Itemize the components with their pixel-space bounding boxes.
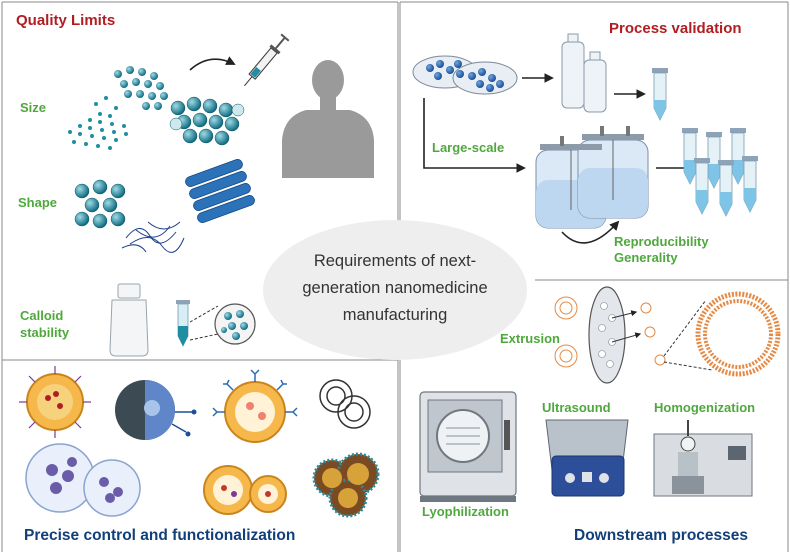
core-shell-particle <box>115 380 197 440</box>
center-title-line1: Requirements of next- <box>313 252 477 270</box>
tube-cluster <box>682 128 758 217</box>
center-title-line3: manufacturing <box>342 306 448 324</box>
downstream-title: Downstream processes <box>574 527 749 544</box>
lyophilization-label: Lyophilization <box>422 504 509 519</box>
polymer-micelles <box>25 443 141 517</box>
human-silhouette <box>282 60 374 178</box>
liposome-pair <box>203 465 287 515</box>
medium-particles <box>114 66 168 110</box>
cell-colonies <box>426 60 504 92</box>
ultrasound-label: Ultrasound <box>542 400 611 415</box>
bioreactors <box>535 126 649 229</box>
precise-control-title: Precise control and functionalization <box>24 527 296 544</box>
reproducibility-label: Reproducibility <box>614 234 709 249</box>
extrusion-membrane <box>588 286 626 384</box>
tube-small <box>176 300 190 347</box>
syringe <box>244 33 290 87</box>
stability-label-line1: Calloid <box>20 308 64 323</box>
sphere-particles <box>74 179 126 229</box>
liposome-purple <box>19 366 91 438</box>
culture-bottles <box>561 33 607 113</box>
center-title-line2: generation nanomedicine <box>302 279 488 297</box>
extrusion-vesicles-in <box>554 296 578 368</box>
size-label: Size <box>20 100 47 115</box>
liposome-antibody <box>212 369 298 443</box>
homogenizer <box>653 420 753 497</box>
liposome-zoom <box>695 291 781 377</box>
petri-dishes <box>412 55 518 95</box>
extrusion-vesicles-out <box>640 302 666 366</box>
center-title: Requirements of next- generation nanomed… <box>275 248 515 329</box>
extrusion-label: Extrusion <box>500 331 560 346</box>
freeze-dryer <box>419 391 517 502</box>
center-ellipse <box>263 220 527 360</box>
small-particles <box>68 96 128 150</box>
glass-vial <box>109 283 149 357</box>
fiber-particles <box>121 221 185 253</box>
stable-particles <box>221 310 248 340</box>
membrane-pores <box>598 302 616 368</box>
large-scale-label: Large-scale <box>432 140 505 155</box>
stability-label-line2: stability <box>20 325 70 340</box>
process-validation-title: Process validation <box>609 20 742 37</box>
cell-membrane-nanoparticles <box>312 452 380 518</box>
shape-label: Shape <box>18 195 58 210</box>
ultrasound-bath <box>545 419 629 497</box>
homogenization-label: Homogenization <box>654 400 756 415</box>
generality-label: Generality <box>614 250 678 265</box>
large-particles <box>169 96 245 146</box>
tube-process <box>652 68 668 121</box>
quality-limits-title: Quality Limits <box>16 12 116 29</box>
vesicle-rings <box>319 379 371 429</box>
rod-particles <box>185 159 255 223</box>
